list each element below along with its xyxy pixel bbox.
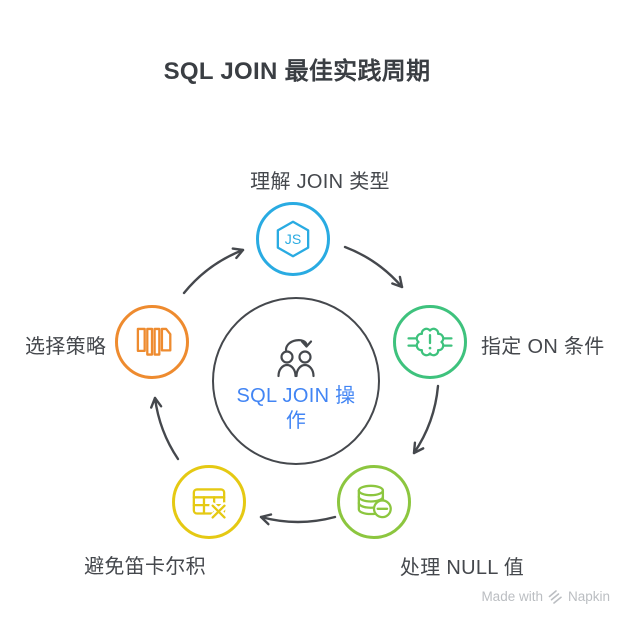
arrow-bottom-right-to-bottom-left (259, 513, 337, 526)
brand-text: Napkin (567, 589, 610, 604)
diagram-title: SQL JOIN 最佳实践周期 (163, 58, 431, 85)
node-choose-strategy (115, 305, 189, 379)
node-label-specify-on-condition: 指定 ON 条件 (481, 336, 605, 358)
table-x-icon (192, 488, 228, 521)
center-label: SQL JOIN 操作 (236, 384, 356, 432)
node-label-avoid-cartesian-product: 避免笛卡尔积 (84, 556, 206, 578)
made-with-text: Made with (481, 589, 543, 604)
database-minus-icon (357, 484, 392, 519)
center-circle: SQL JOIN 操作 (212, 297, 380, 465)
node-understand-join-types: JS (256, 202, 330, 276)
js-label: JS (285, 231, 301, 247)
connector-alert-icon (407, 327, 453, 357)
node-label-choose-strategy: 选择策略 (25, 336, 107, 358)
arrow-top-to-right (343, 245, 404, 289)
napkin-credit: Made with Napkin (481, 589, 610, 604)
node-label-handle-null-values: 处理 NULL 值 (399, 557, 525, 579)
napkin-logo-icon (548, 589, 562, 604)
hexagon-js-icon: JS (276, 220, 310, 258)
arrow-bottom-left-to-left (150, 396, 180, 461)
node-label-understand-join-types: 理解 JOIN 类型 (250, 171, 390, 193)
arrow-right-to-bottom-right (412, 384, 440, 455)
node-avoid-cartesian-product (172, 465, 246, 539)
node-specify-on-condition (393, 305, 467, 379)
books-icon (136, 327, 172, 356)
people-sync-icon (277, 338, 315, 377)
arrow-left-to-top (182, 247, 245, 295)
node-handle-null-values (337, 465, 411, 539)
